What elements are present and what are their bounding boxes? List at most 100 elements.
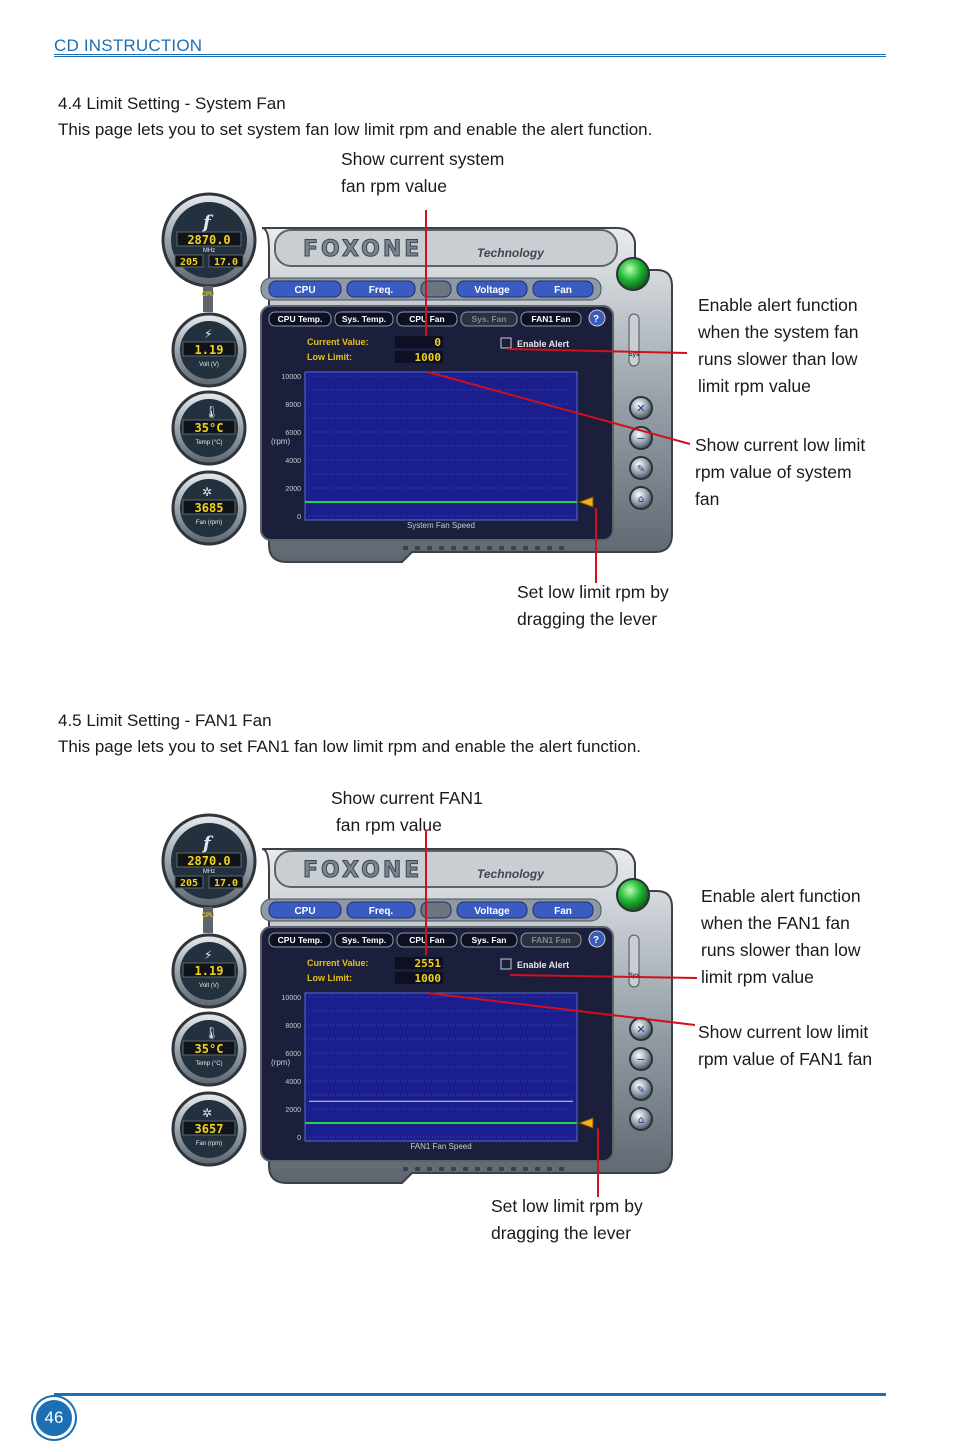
y-tick-label: 8000 [285,1023,301,1030]
main-tab-voltage[interactable]: Voltage [456,280,528,298]
vent-slot [499,546,504,550]
sub-tab-cpu-temp[interactable]: CPU Temp. [268,311,332,327]
callout-current-value: Show current FAN1 fan rpm value [331,788,483,835]
current-value: 2551 [415,957,442,970]
title-bar [274,850,618,888]
fan-gauge: ✲ 3657 Fan (rpm) [171,1091,247,1167]
graph-caption: System Fan Speed [407,521,475,530]
main-tab-limit[interactable] [420,280,452,298]
minimize-icon: − [636,432,645,445]
main-tab-cpu[interactable]: CPU [268,901,342,919]
vent-slot [487,546,492,550]
svg-text:CPU: CPU [294,285,315,296]
help-button[interactable] [588,309,606,327]
help-icon: ? [593,935,599,946]
tools-button[interactable] [629,456,653,480]
low-limit-lever[interactable] [577,496,594,508]
low-limit-lever[interactable] [577,1117,594,1129]
bolt-icon: ⚡ [204,948,212,962]
svg-text:Voltage: Voltage [474,906,510,917]
main-tab-freq[interactable]: Freq. [346,280,416,298]
y-tick-label: 10000 [282,995,302,1002]
minimize-button[interactable] [629,1047,653,1071]
temperature-label: Temp (°C) [195,1061,222,1067]
minimize-icon: − [636,1053,645,1066]
home-icon: ⌂ [638,1115,644,1126]
enable-alert-checkbox[interactable] [500,337,512,349]
power-orb-button[interactable] [616,878,650,912]
sub-tab-sys-temp[interactable]: Sys. Temp. [334,311,394,327]
vent-slot [559,546,564,550]
low-limit-label: Low Limit: [307,973,352,983]
y-tick-label: 4000 [285,1079,301,1086]
help-button[interactable] [588,930,606,948]
home-button[interactable] [629,1107,653,1131]
svg-text:Freq.: Freq. [369,906,394,917]
svg-text:CPU Temp.: CPU Temp. [278,314,323,324]
sub-tab-sys-fan[interactable]: Sys. Fan [460,311,518,327]
wrench-icon: ✎ [637,1085,645,1096]
vent-slot [439,1167,444,1171]
power-orb-button[interactable] [616,257,650,291]
enable-alert-label: Enable Alert [517,960,569,970]
vent-slot [535,546,540,550]
sub-tab-sys-fan[interactable]: Sys. Fan [460,932,518,948]
vent-slot [499,1167,504,1171]
help-icon: ? [593,314,599,325]
wrench-icon: ✎ [637,464,645,475]
fan-value: 3685 [195,501,224,515]
enable-alert-checkbox[interactable] [500,958,512,970]
home-button[interactable] [629,486,653,510]
lcd-panel [176,852,242,868]
vent-slot [427,1167,432,1171]
vent-slot [475,1167,480,1171]
fan-label: Fan (rpm) [196,1141,222,1147]
sub-tab-fan1-fan[interactable]: FAN1 Fan [520,932,582,948]
multiplier-value: 17.0 [214,257,238,268]
voltage-label: Volt (V) [199,983,219,989]
vent-slot [523,1167,528,1171]
side-switch[interactable] [628,934,640,988]
tools-button[interactable] [629,1077,653,1101]
side-switch[interactable] [628,313,640,367]
main-tab-freq[interactable]: Freq. [346,901,416,919]
main-tab-voltage[interactable]: Voltage [456,901,528,919]
section-description: This page lets you to set FAN1 fan low l… [58,737,642,756]
sub-tab-sys-temp[interactable]: Sys. Temp. [334,932,394,948]
y-tick-label: 8000 [285,402,301,409]
svg-text:Voltage: Voltage [474,285,510,296]
y-tick-label: 4000 [285,458,301,465]
voltage-value: 1.19 [195,343,224,357]
fan-icon: ✲ [202,1106,212,1120]
lcd-panel [208,254,244,268]
main-tab-limit[interactable] [420,901,452,919]
bus-clock-value: 205 [180,878,198,889]
title-bar [274,229,618,267]
cpu-tag: CPU [202,292,215,298]
vent-slot [451,546,456,550]
brand-sub: Technology [477,867,545,881]
y-tick-label: 0 [297,1135,301,1142]
temperature-label: Temp (°C) [195,440,222,446]
header-label: CD INSTRUCTION [54,36,203,55]
vent-slot [559,1167,564,1171]
leader-alert-1 [507,348,688,354]
voltage-value: 1.19 [195,964,224,978]
close-icon: ✕ [636,402,645,415]
main-tab-cpu[interactable]: CPU [268,280,342,298]
section-title: 4.5 Limit Setting - FAN1 Fan [58,711,272,730]
temperature-value: 35°C [195,421,224,435]
vent-slot [415,546,420,550]
main-tab-fan[interactable]: Fan [532,901,594,919]
header-rule [54,54,886,57]
y-tick-label: 10000 [282,374,302,381]
mhz-label: MHz [203,248,215,254]
vent-slot [535,1167,540,1171]
sub-tab-cpu-temp[interactable]: CPU Temp. [268,932,332,948]
close-button[interactable] [629,396,653,420]
main-tab-fan[interactable]: Fan [532,280,594,298]
thermometer-icon: 🌡 [204,405,219,419]
sub-tab-fan1-fan[interactable]: FAN1 Fan [520,311,582,327]
